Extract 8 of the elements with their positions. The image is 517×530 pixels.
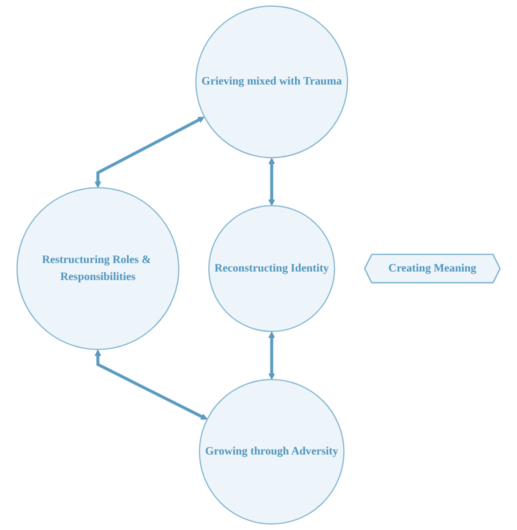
node-circle: Reconstructing Identity bbox=[208, 205, 336, 332]
node-circle: Growing through Adversity bbox=[198, 378, 344, 525]
arrow bbox=[94, 116, 204, 188]
node-circle: Restructuring Roles & Responsibilities bbox=[16, 187, 180, 350]
arrow bbox=[268, 331, 275, 380]
arrow bbox=[268, 158, 275, 206]
node-circle: Grieving mixed with Trauma bbox=[195, 5, 348, 158]
arrow bbox=[94, 349, 208, 420]
